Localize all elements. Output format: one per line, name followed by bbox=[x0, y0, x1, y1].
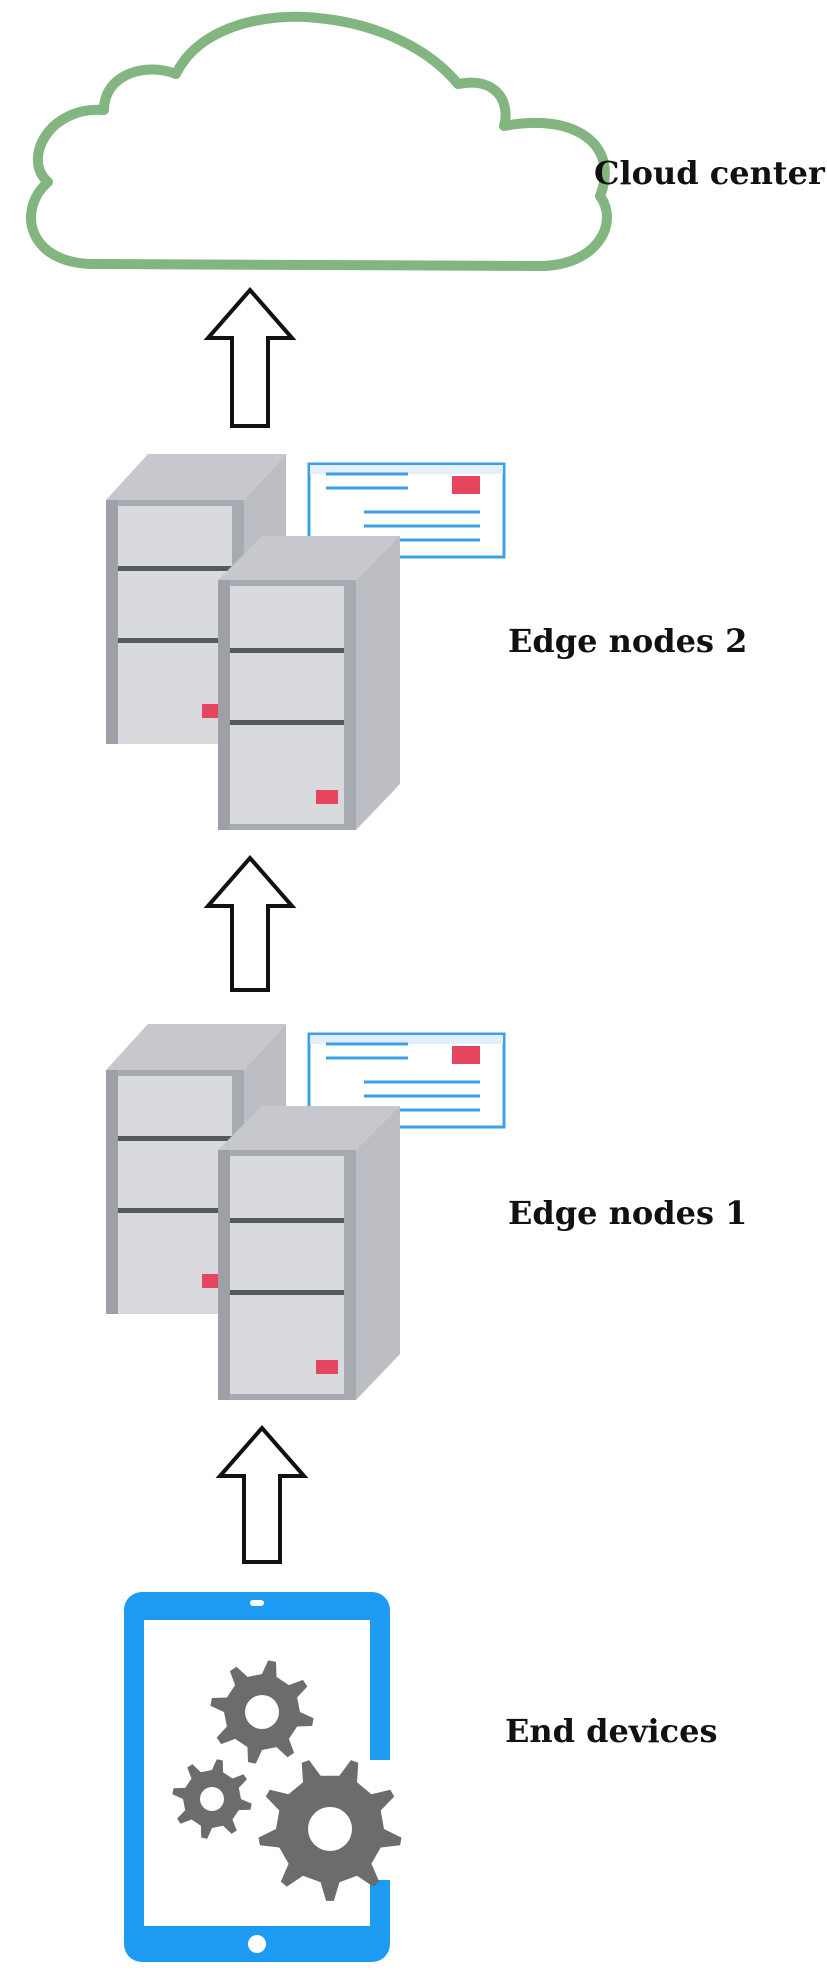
edge-nodes-2-label: Edge nodes 2 bbox=[508, 622, 747, 660]
gear-icon bbox=[258, 1760, 402, 1901]
cloud-center-label: Cloud center bbox=[594, 154, 826, 192]
gear-icon bbox=[210, 1660, 314, 1764]
up-arrow-icon bbox=[203, 286, 297, 428]
cloud-icon bbox=[26, 11, 612, 271]
edge-nodes-1-label: Edge nodes 1 bbox=[508, 1194, 747, 1232]
gear-icon bbox=[172, 1759, 252, 1839]
server-stack-icon bbox=[106, 454, 506, 830]
server-front bbox=[218, 536, 400, 830]
end-devices-label: End devices bbox=[505, 1712, 718, 1750]
up-arrow-icon bbox=[215, 1424, 309, 1564]
server-front bbox=[218, 1106, 400, 1400]
tablet-icon bbox=[124, 1592, 402, 1962]
up-arrow-icon bbox=[203, 854, 297, 992]
server-stack-icon bbox=[106, 1024, 506, 1400]
